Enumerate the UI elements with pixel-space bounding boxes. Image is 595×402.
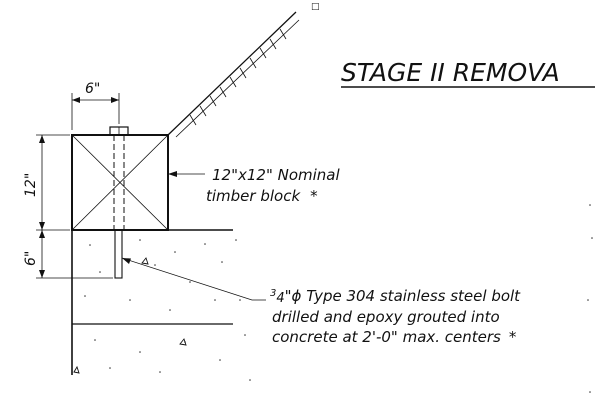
steel-bolt — [109, 126, 129, 279]
embankment-slope — [167, 11, 300, 145]
width-dimension: 6" — [71, 81, 120, 130]
block-height-label: 12" — [23, 173, 39, 197]
bolt-label-line1: 34"ϕ Type 304 stainless steel bolt — [270, 287, 521, 306]
bolt-fraction-denominator: 4 — [276, 291, 284, 306]
block-leader — [168, 171, 205, 177]
bolt-label-line3: concrete at 2'-0" max. centers* — [272, 328, 517, 346]
block-label-line2: timber block* — [206, 187, 318, 205]
bolt-leader — [121, 257, 266, 301]
timber-block — [71, 134, 169, 231]
bolt-label-line2: drilled and epoxy grouted into — [272, 308, 500, 326]
width-dimension-label: 6" — [85, 81, 100, 97]
corner-marker: □ — [311, 2, 320, 12]
stage-title: STAGE II REMOVA — [341, 58, 560, 87]
block-label-line1: 12"x12" Nominal — [212, 166, 340, 184]
bolt-fraction-numerator: 3 — [270, 288, 276, 299]
height-dimensions: 12" 6" — [23, 134, 113, 279]
embed-height-label: 6" — [23, 251, 39, 266]
